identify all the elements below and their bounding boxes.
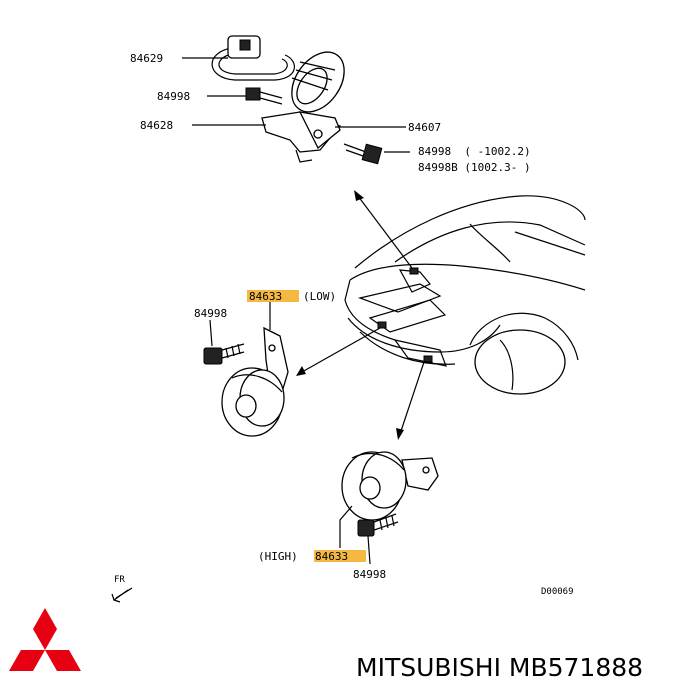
label-84998-low: 84998 (194, 307, 227, 320)
label-84607: 84607 (408, 121, 441, 134)
bolt-84998-high-head (357, 519, 375, 537)
logo-diamond-right (45, 650, 81, 671)
high-horn-bracket (401, 457, 439, 491)
part-title: MITSUBISHI MB571888 (356, 653, 643, 682)
label-84633-low: 84633 (249, 290, 282, 303)
label-84629: 84629 (130, 52, 163, 65)
top-leader-lines (182, 57, 410, 153)
front-direction-indicator: FR (111, 575, 133, 603)
label-low: (LOW) (303, 290, 336, 303)
highlight-84633-high (314, 550, 366, 562)
top-horn-assembly (211, 35, 383, 165)
bolt-84998-right-head (361, 143, 383, 165)
label-high: (HIGH) (258, 550, 298, 563)
bolt-84998-top-head (245, 87, 261, 101)
low-horn-assembly (203, 290, 299, 437)
pointer-arrows (296, 190, 425, 440)
harness-wire (211, 47, 295, 81)
label-fr: FR (114, 575, 125, 585)
label-84998-high: 84998 (353, 568, 386, 581)
logo-diamond-top (33, 608, 57, 650)
label-84628: 84628 (140, 119, 173, 132)
front-wheel (474, 329, 566, 395)
highlight-84633-low (247, 290, 299, 302)
drawing-code: D00069 (541, 587, 574, 597)
label-84633-high: 84633 (315, 550, 348, 563)
logo-diamond-left (9, 650, 45, 671)
label-84998-top: 84998 (157, 90, 190, 103)
mitsubishi-logo (9, 608, 81, 671)
high-horn-assembly (314, 451, 439, 565)
bolt-84998-low-head (203, 347, 223, 365)
label-84998b-note: 84998B (1002.3- ) (418, 161, 531, 174)
label-84998-note: 84998 ( -1002.2) (418, 145, 531, 158)
car-front-outline (344, 195, 586, 395)
